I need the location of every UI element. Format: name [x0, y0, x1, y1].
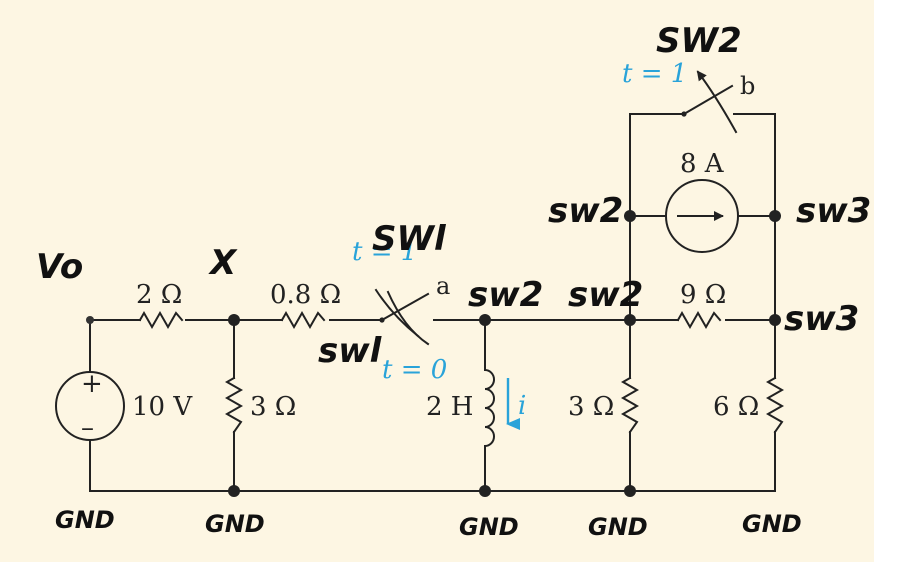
- switch-b-arc: [696, 70, 738, 134]
- annotation-gnd-2: GND: [205, 510, 265, 538]
- source-plus-sign: +: [81, 369, 103, 399]
- label-voltage-source: 10 V: [132, 392, 193, 422]
- label-switch-a: a: [436, 272, 450, 300]
- inductor-coil: [483, 368, 495, 448]
- annotation-x: X: [208, 243, 238, 283]
- junction-dot: [769, 314, 781, 326]
- switch-b-blade: [682, 84, 734, 116]
- annotation-gnd-1: GND: [55, 506, 115, 534]
- annotation-sw2-node-a: sw2: [468, 275, 543, 315]
- label-switch-b: b: [740, 72, 755, 100]
- resistor-08ohm: [280, 310, 326, 330]
- voltage-source: [55, 371, 125, 441]
- annotation-sw3-top: sw3: [796, 191, 871, 231]
- label-switch-a-t1: t = 1: [352, 237, 417, 267]
- label-switch-b-t1: t = 1: [622, 59, 687, 89]
- annotation-gnd-5: GND: [742, 510, 802, 538]
- annotation-vo: Vo: [36, 247, 83, 287]
- annotation-sw3-mid: sw3: [784, 299, 859, 339]
- junction-dot: [624, 210, 636, 222]
- label-current-source: 8 A: [680, 149, 725, 179]
- current-source: [665, 179, 739, 253]
- resistor-3ohm-left: [224, 376, 244, 434]
- junction-dot: [624, 314, 636, 326]
- junction-dot: [479, 314, 491, 326]
- source-minus-sign: –: [81, 413, 94, 443]
- junction-dot: [479, 485, 491, 497]
- junction-dot: [228, 485, 240, 497]
- label-switch-a-t0: t = 0: [382, 355, 447, 385]
- label-current-i: i: [518, 391, 526, 421]
- junction-dot: [769, 210, 781, 222]
- switch-a-arc-inner: [374, 288, 420, 338]
- junction-dot: [86, 316, 94, 324]
- switch-a-arc-outer: [386, 290, 430, 346]
- resistor-2ohm: [138, 310, 184, 330]
- resistor-3ohm-mid: [620, 376, 640, 434]
- label-resistor-08ohm: 0.8 Ω: [270, 280, 341, 310]
- annotation-sw2-top: SW2: [656, 21, 742, 61]
- annotation-sw2-node-b: sw2: [568, 275, 643, 315]
- junction-dot: [624, 485, 636, 497]
- resistor-9ohm: [676, 310, 722, 330]
- annotation-gnd-4: GND: [588, 513, 648, 541]
- label-resistor-2ohm: 2 Ω: [136, 280, 182, 310]
- junction-dot: [228, 314, 240, 326]
- annotation-gnd-3: GND: [459, 513, 519, 541]
- label-inductor: 2 H: [426, 392, 473, 422]
- wires: [89, 113, 776, 492]
- annotation-sw2-left: sw2: [548, 191, 623, 231]
- annotation-sw1-top: SWl: [372, 219, 447, 259]
- annotation-sw1-bottom: swl: [318, 331, 383, 371]
- label-resistor-3ohm-left: 3 Ω: [250, 392, 296, 422]
- figure-panel: [0, 0, 874, 562]
- label-resistor-6ohm: 6 Ω: [713, 392, 759, 422]
- label-resistor-3ohm-mid: 3 Ω: [568, 392, 614, 422]
- resistor-6ohm: [765, 376, 785, 434]
- switch-a-blade: [380, 292, 430, 322]
- label-resistor-9ohm: 9 Ω: [680, 280, 726, 310]
